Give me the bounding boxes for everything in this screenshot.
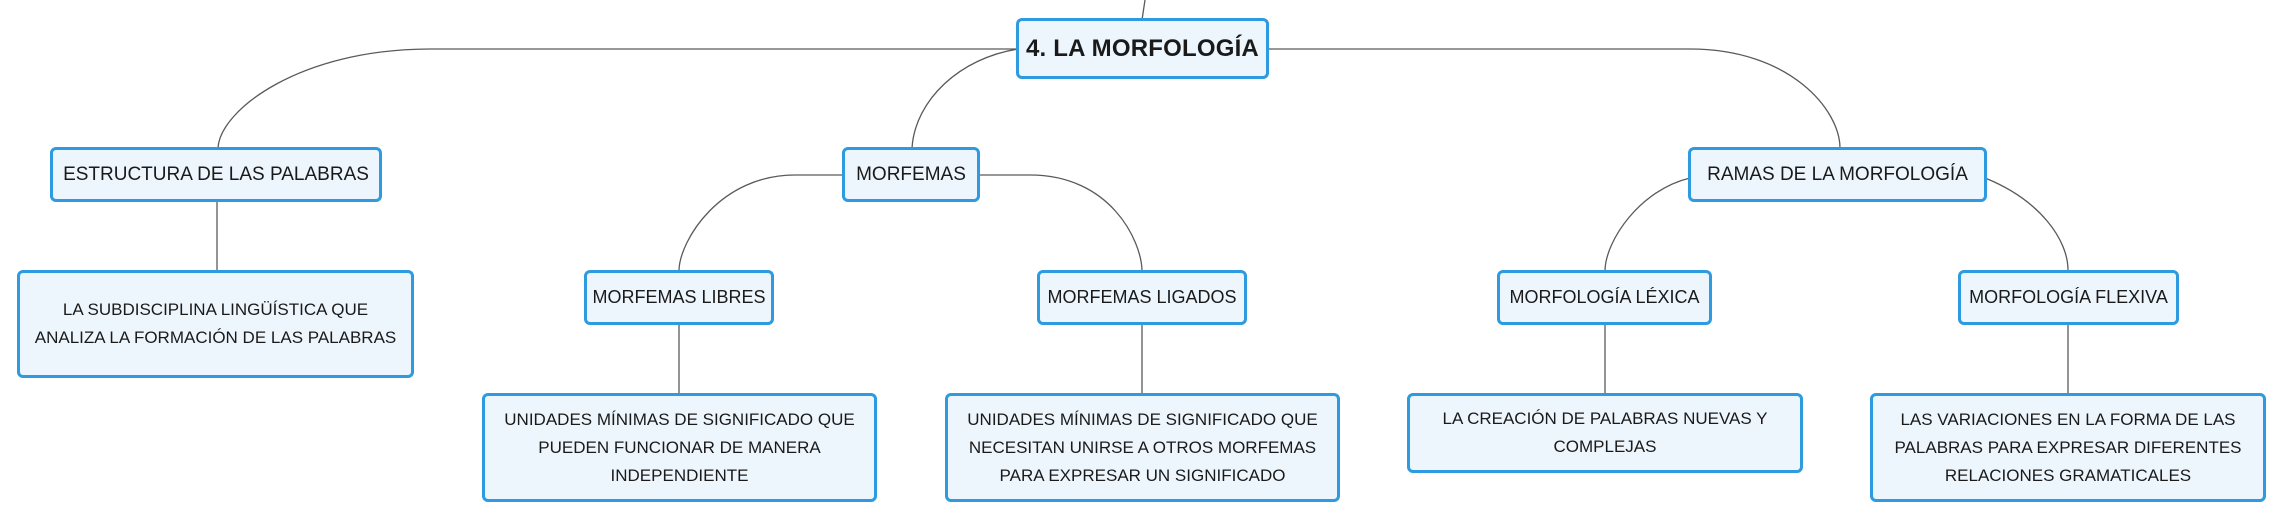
definition-morfemas-libres[interactable]: UNIDADES MÍNIMAS DE SIGNIFICADO QUE PUED… xyxy=(482,393,877,502)
definition-morfemas-ligados[interactable]: UNIDADES MÍNIMAS DE SIGNIFICADO QUE NECE… xyxy=(945,393,1340,502)
topic-ramas-de-la-morfologia[interactable]: RAMAS DE LA MORFOLOGÍA xyxy=(1688,147,1987,202)
root-topic-label: 4. LA MORFOLOGÍA xyxy=(1026,34,1259,62)
definition-morfologia-flexiva[interactable]: LAS VARIACIONES EN LA FORMA DE LAS PALAB… xyxy=(1870,393,2266,502)
topic-morfologia-lexica[interactable]: MORFOLOGÍA LÉXICA xyxy=(1497,270,1712,325)
topic-label: ESTRUCTURA DE LAS PALABRAS xyxy=(63,163,369,185)
connector-morfemas-to-libres xyxy=(678,174,844,271)
definition-text: UNIDADES MÍNIMAS DE SIGNIFICADO QUE NECE… xyxy=(967,409,1318,485)
definition-morfologia-lexica[interactable]: LA CREACIÓN DE PALABRAS NUEVAS Y COMPLEJ… xyxy=(1407,393,1803,473)
topic-label: MORFOLOGÍA LÉXICA xyxy=(1509,287,1700,307)
topic-label: MORFEMAS LIGADOS xyxy=(1047,287,1237,307)
definition-text: LA CREACIÓN DE PALABRAS NUEVAS Y COMPLEJ… xyxy=(1442,409,1768,456)
definition-text: UNIDADES MÍNIMAS DE SIGNIFICADO QUE PUED… xyxy=(504,409,855,485)
topic-label: MORFOLOGÍA FLEXIVA xyxy=(1969,287,2168,307)
topic-morfologia-flexiva[interactable]: MORFOLOGÍA FLEXIVA xyxy=(1958,270,2179,325)
connector-morfemas-to-ligados xyxy=(978,174,1143,271)
topic-label: RAMAS DE LA MORFOLOGÍA xyxy=(1707,163,1968,185)
topic-morfemas[interactable]: MORFEMAS xyxy=(842,147,980,202)
definition-text: LAS VARIACIONES EN LA FORMA DE LAS PALAB… xyxy=(1894,409,2242,485)
root-topic[interactable]: 4. LA MORFOLOGÍA xyxy=(1016,18,1269,79)
topic-label: MORFEMAS LIBRES xyxy=(592,287,766,307)
connector-ramas-to-lexica xyxy=(1604,177,1691,271)
connector-root-to-ramas xyxy=(1268,48,1841,149)
definition-estructura[interactable]: LA SUBDISCIPLINA LINGÜÍSTICA QUE ANALIZA… xyxy=(17,270,414,378)
topic-estructura-de-las-palabras[interactable]: ESTRUCTURA DE LAS PALABRAS xyxy=(50,147,382,202)
topic-morfemas-ligados[interactable]: MORFEMAS LIGADOS xyxy=(1037,270,1247,325)
definition-text: LA SUBDISCIPLINA LINGÜÍSTICA QUE ANALIZA… xyxy=(34,300,397,347)
connector-parent-to-root xyxy=(1141,0,1146,21)
connector-ramas-to-flexiva xyxy=(1984,177,2069,271)
connector-root-to-estructura xyxy=(217,48,1018,149)
topic-label: MORFEMAS xyxy=(856,163,966,185)
topic-morfemas-libres[interactable]: MORFEMAS LIBRES xyxy=(584,270,774,325)
connector-root-to-morfemas xyxy=(911,48,1019,149)
